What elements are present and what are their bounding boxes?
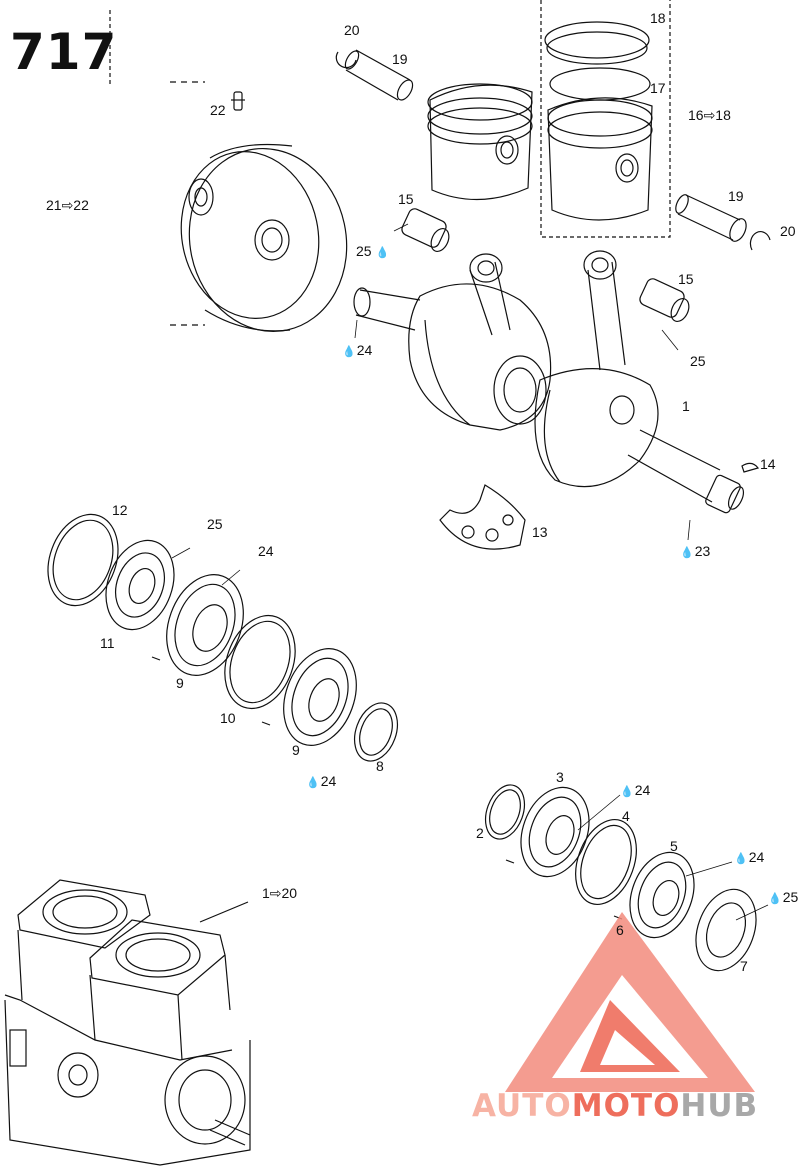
callout-25b: 25	[690, 353, 706, 369]
callout-5: 5	[670, 838, 678, 854]
callout-24a: 💧24	[342, 342, 373, 358]
callout-6: 6	[616, 922, 624, 938]
callout-25a: 25 💧	[356, 243, 390, 259]
needle-bearing-right	[639, 278, 690, 322]
callout-10: 10	[220, 710, 236, 726]
callout-15b: 15	[678, 271, 694, 287]
callout-1: 1	[682, 398, 690, 414]
callout-25c: 25	[207, 516, 223, 532]
callout-12: 12	[112, 502, 128, 518]
piston-left	[427, 83, 533, 201]
woodruff-key	[741, 462, 760, 473]
callout-7: 7	[740, 958, 748, 974]
leader-lines	[171, 223, 769, 921]
piston-right	[547, 97, 653, 221]
callout-8: 8	[376, 758, 384, 774]
callout-23: 💧23	[680, 543, 711, 559]
circlip-right	[749, 231, 771, 251]
callout-17: 17	[650, 80, 666, 96]
callout-22: 22	[210, 102, 226, 118]
callout-16-18: 16⇨18	[688, 107, 731, 123]
left-bearing-stack	[47, 513, 399, 762]
crankshaft	[353, 250, 745, 514]
callout-1-20: 1⇨20	[262, 885, 298, 901]
needle-bearing-left	[401, 208, 450, 252]
callout-25d: 💧25	[768, 889, 799, 905]
callout-24e: 💧24	[734, 849, 765, 865]
callout-19a: 19	[392, 51, 408, 67]
circlip-left	[335, 51, 357, 69]
callout-13: 13	[532, 524, 548, 540]
callout-24c: 💧24	[306, 773, 337, 789]
right-bearing-stack	[484, 784, 757, 972]
callout-20a: 20	[344, 22, 360, 38]
piston-pin-right	[675, 194, 747, 242]
callout-20b: 20	[780, 223, 796, 239]
callout-3: 3	[556, 769, 564, 785]
watermark-logo	[505, 912, 755, 1092]
page-number: 717	[10, 23, 118, 81]
callout-19b: 19	[728, 188, 744, 204]
callout-15a: 15	[398, 191, 414, 207]
piston-rings	[544, 21, 651, 101]
callout-21-22: 21⇨22	[46, 197, 89, 213]
callout-11: 11	[100, 635, 115, 651]
flywheel-assembly	[170, 81, 348, 333]
bearing-cage-half	[439, 484, 526, 550]
callout-24d: 💧24	[620, 782, 651, 798]
callout-9a: 9	[176, 675, 184, 691]
callout-2: 2	[476, 825, 484, 841]
piston-pin-left	[344, 49, 414, 101]
callout-9b: 9	[292, 742, 300, 758]
engine-block	[4, 879, 251, 1166]
watermark-text: AUTOMOTOHUB	[472, 1088, 759, 1124]
callout-14: 14	[760, 456, 776, 472]
piston-kit-box	[540, 0, 671, 238]
callout-24b: 24	[258, 543, 274, 559]
callout-4: 4	[622, 808, 630, 824]
callout-18: 18	[650, 10, 666, 26]
